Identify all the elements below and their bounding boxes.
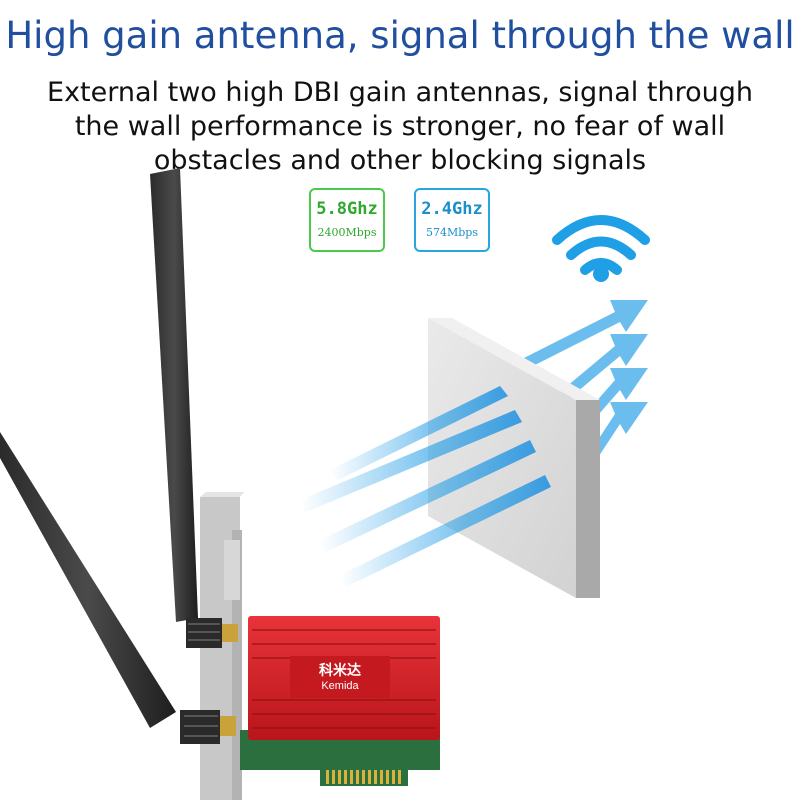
band-badge-2-4ghz: 2.4Ghz 574Mbps [414,188,490,252]
wifi-icon [552,215,650,275]
page-subtitle: External two high DBI gain antennas, sig… [47,77,753,176]
brand-name-cn: 科米达 [319,663,361,679]
page-title: High gain antenna, signal through the wa… [5,14,795,57]
signal-beams-in [300,386,551,587]
brand-logo: 科米达 Kemida [290,660,390,692]
antenna-top [150,168,238,648]
wifi-dot [593,266,609,282]
antenna-bottom [0,432,236,744]
brand-name-en: Kemida [321,680,359,692]
band-rate: 574Mbps [426,226,478,239]
band-frequency: 2.4Ghz [421,199,483,219]
band-badge-5-8ghz: 5.8Ghz 2400Mbps [309,188,385,252]
band-rate: 2400Mbps [317,226,377,239]
red-heatsink [248,616,440,740]
band-frequency: 5.8Ghz [316,199,378,219]
